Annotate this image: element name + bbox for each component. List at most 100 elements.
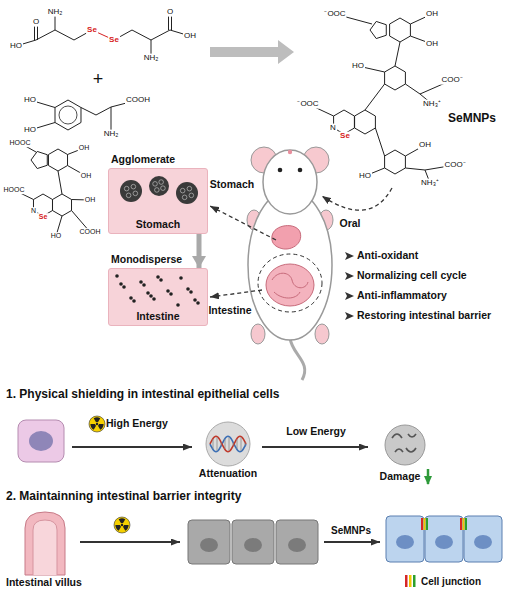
- dna-helix-part: [245, 442, 246, 446]
- chemical-bond: [58, 171, 62, 194]
- restored-cells-part: [435, 535, 453, 549]
- molecule-atom-label: ⁻OOC: [323, 10, 346, 19]
- chemical-bond: [36, 30, 55, 40]
- intestine-box: MonodisperseIntestine: [108, 268, 208, 326]
- effect-item: Restoring intestinal barrier: [357, 310, 491, 322]
- molecule-atom-label: OH: [84, 196, 97, 204]
- chemical-bond: [81, 108, 96, 116]
- bullet-markers-part: [345, 312, 354, 320]
- restored-cells-part: [464, 516, 502, 562]
- chemical-bond: [365, 84, 385, 110]
- aromatic-ring: [59, 106, 77, 124]
- bullet-markers-part: [345, 272, 354, 280]
- route-label: Oral: [339, 218, 360, 230]
- bullet-markers: [345, 252, 354, 320]
- epithelial-cell-part: [18, 420, 64, 462]
- intestinal-villus: [25, 512, 65, 575]
- mouse-part: [251, 324, 265, 344]
- restored-cells-part: [386, 516, 424, 562]
- radiation-symbol-part: [121, 524, 123, 526]
- legend-text: Cell junction: [421, 576, 481, 587]
- molecule-atom-label: COOH: [125, 96, 151, 105]
- plus-sign: +: [93, 70, 104, 90]
- step-label: Attenuation: [199, 468, 257, 480]
- dna-helix-part: [229, 437, 230, 451]
- radiation-symbol-part: [96, 423, 98, 425]
- synthesis-arrow-part: [210, 40, 294, 64]
- chemical-bond: [96, 107, 111, 115]
- molecule-atom-label: OH: [418, 141, 432, 150]
- molecule-atom-label: NH₃⁺: [420, 179, 440, 188]
- molecule-atom-label: COOH: [79, 228, 102, 236]
- dna-helix-part: [233, 442, 234, 446]
- damaged-cells-part: [200, 538, 218, 552]
- molecule-atom-label: Se: [339, 132, 351, 141]
- molecule-atom-label: N: [30, 207, 37, 215]
- molecule-atom-label: Se: [86, 26, 98, 35]
- molecule-atom-label: COO⁻: [440, 76, 463, 85]
- radiation-symbol-part: [123, 525, 129, 531]
- restored-cells-part: [421, 518, 423, 530]
- radiation-symbol-part: [89, 416, 105, 432]
- intestinal-villus-part: [33, 520, 57, 575]
- mouse-part: [290, 338, 305, 380]
- chemical-bond: [151, 30, 170, 40]
- effect-item: Anti-oxidant: [357, 250, 418, 262]
- chemical-bond: [375, 128, 384, 156]
- mouse-part: [258, 254, 322, 312]
- molecule-atom-label: HO: [358, 172, 372, 181]
- damaged-cells-part: [276, 520, 318, 564]
- dna-helix-part: [217, 437, 218, 451]
- radiation-symbol-part: [94, 417, 101, 422]
- molecule-atom-label: NH₂: [103, 130, 120, 139]
- effect-item: Anti-inflammatory: [357, 290, 447, 302]
- process-arrows-part: [262, 446, 368, 448]
- radiation-symbol-part: [114, 517, 130, 533]
- dna-helix-part: [210, 436, 246, 452]
- molecule-atom-label: OH: [78, 144, 91, 152]
- mouse: [247, 147, 333, 380]
- dna-helix-part: [241, 437, 242, 451]
- damage-down-arrow: [428, 469, 429, 484]
- bullet-markers-part: [345, 292, 354, 300]
- stomach-box: AgglomerateStomach: [108, 168, 208, 234]
- molecule-atom-label: NH₃⁺: [422, 100, 442, 109]
- mouse-part: [288, 150, 292, 154]
- chemical-bond: [132, 30, 151, 40]
- restored-cells-part: [396, 535, 414, 549]
- flow-arrow: [197, 234, 202, 268]
- molecule-atom-label: NH₂: [47, 8, 64, 17]
- restored-cells-part: [460, 518, 462, 530]
- dna-helix-part: [225, 439, 226, 449]
- molecule-atom-label: HO: [50, 232, 63, 240]
- organ-label: Intestine: [208, 305, 251, 317]
- molecule-structures: [14, 12, 455, 236]
- molecule-atom-label: HOOC: [3, 186, 26, 194]
- mouse-part: [298, 168, 303, 173]
- radiation-symbol: [114, 517, 130, 533]
- molecule-atom-label: O: [32, 18, 40, 27]
- radiation-symbol-part: [119, 518, 126, 523]
- damaged-nucleus: [385, 425, 425, 465]
- pointer-arrows-part: [322, 188, 392, 210]
- ring-bond: [370, 21, 386, 38]
- nucleus-dna: [206, 422, 250, 466]
- restored-cells-part: [465, 518, 467, 530]
- damage-down-arrow-part: [427, 469, 430, 484]
- bullet-markers-part: [345, 252, 354, 260]
- mouse-part: [272, 226, 301, 249]
- molecule-atom-label: HOOC: [9, 139, 32, 147]
- dna-helix-part: [237, 439, 238, 449]
- chemical-bond: [405, 84, 420, 94]
- molecule-atom-label: HO: [9, 42, 23, 51]
- restored-cells-part: [426, 518, 428, 530]
- intestinal-villus-part: [25, 512, 65, 575]
- molecule-atom-label: HO: [23, 96, 37, 105]
- radiation-symbol-part: [98, 424, 104, 430]
- product-name: SeMNPs: [448, 112, 496, 125]
- restored-cells-part: [463, 518, 465, 530]
- molecule-atom-label: NH₂: [143, 54, 160, 63]
- molecule-atom-label: OH: [80, 172, 93, 180]
